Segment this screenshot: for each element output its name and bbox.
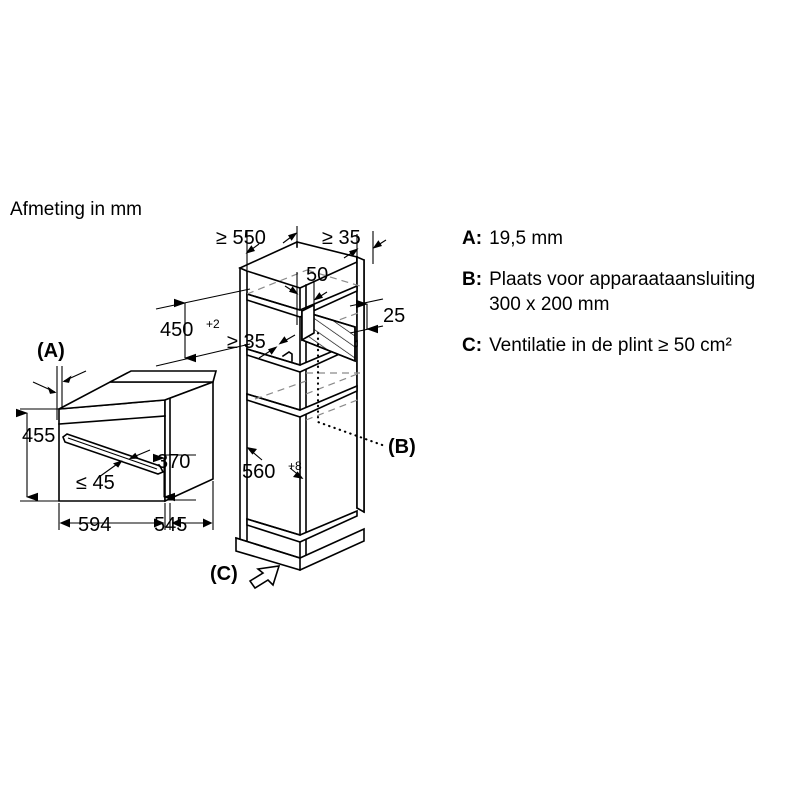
legend-value-b: Plaats voor apparaataansluiting 300 x 20… [489, 269, 756, 315]
dim-niche-width-560 [246, 447, 304, 479]
dim-depth-550 [245, 226, 298, 270]
oven-top-panel [109, 370, 218, 383]
dim-connection-25 [349, 298, 384, 334]
dim-niche-height-450 [155, 288, 251, 367]
cabinet-drawing: (B) ≥ 550 ≥ 35 [155, 226, 416, 590]
dim-560-label: 560 [242, 461, 275, 483]
appliance-callout-a-label: (A) [37, 340, 65, 362]
dim-topgap-35 [343, 231, 387, 264]
oven-side-face [164, 380, 214, 503]
dim-594-label: 594 [78, 514, 111, 536]
dim-50-label: 50 [306, 264, 328, 286]
callout-b-leader [316, 331, 387, 448]
cabinet-bottom-floor [246, 509, 358, 543]
dim-550-label: ≥ 550 [216, 227, 266, 249]
callout-b-label: (B) [388, 436, 416, 458]
callout-c-label: (C) [210, 563, 238, 585]
callout-c-arrow [248, 565, 281, 590]
legend-key-a: A: [462, 228, 483, 249]
dim-shelfgap-35-label: ≥ 35 [227, 331, 266, 353]
legend-value-a: 19,5 mm [489, 228, 563, 249]
appliance-drawing: (A) [16, 340, 218, 536]
door-gap-leader [98, 449, 151, 478]
dim-topgap-35-label: ≥ 35 [322, 227, 361, 249]
legend-row-b: B: Plaats voor apparaataansluiting 300 x… [462, 267, 792, 317]
dim-shelfgap-35 [258, 334, 296, 359]
legend-key-b: B: [462, 269, 483, 290]
dim-25-label: 25 [383, 305, 405, 327]
legend: A: 19,5 mm B: Plaats voor apparaataanslu… [462, 226, 792, 374]
page-title: Afmeting in mm [10, 199, 142, 220]
legend-row-c: C: Ventilatie in de plint ≥ 50 cm² [462, 333, 792, 358]
dim-door-gap: ≤ 45 [76, 472, 115, 494]
dim-545-label: 545 [154, 514, 187, 536]
dim-height-455 [16, 408, 60, 502]
dim-450-label: 450 [160, 319, 193, 341]
dim-450-tolerance: +2 [206, 317, 220, 331]
dim-width-594 [58, 503, 166, 530]
dim-height-370 [153, 453, 196, 502]
dim-rear-offset-50 [284, 272, 328, 325]
dim-560-tolerance: +8 [288, 459, 302, 473]
legend-value-c: Ventilatie in de plint ≥ 50 cm² [489, 335, 732, 356]
cabinet-lower-shelf [246, 384, 358, 418]
cabinet-right-panel [356, 255, 365, 514]
connection-zone-b [301, 303, 356, 363]
legend-row-a: A: 19,5 mm [462, 226, 792, 251]
dim-370-label: 370 [157, 451, 190, 473]
dim-455-label: 455 [22, 425, 55, 447]
appliance-callout-a-marker [32, 366, 87, 420]
dim-depth-545 [169, 481, 214, 530]
legend-key-c: C: [462, 335, 483, 356]
